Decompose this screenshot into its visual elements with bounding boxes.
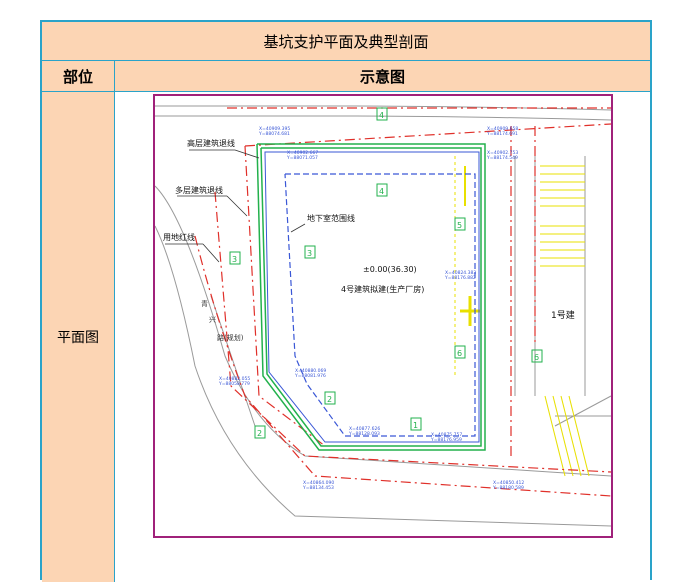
site-outlines bbox=[155, 105, 611, 527]
label-red-line: 用地红线 bbox=[163, 232, 195, 242]
building-name: 4号建筑拟建(生产厂房) bbox=[341, 284, 424, 294]
table-title: 基坑支护平面及典型剖面 bbox=[42, 22, 650, 61]
site-plan-drawing: 4 4 3 3 5 6 2 2 1 6 bbox=[153, 94, 613, 538]
section-3-outer: 3 bbox=[232, 255, 237, 264]
coord-1-x: X=40909.658 bbox=[487, 126, 518, 132]
table-body-row: 平面图 bbox=[42, 92, 650, 582]
row-label-plan: 平面图 bbox=[42, 92, 115, 582]
section-1: 1 bbox=[413, 421, 418, 430]
table-header-row: 部位 示意图 bbox=[42, 61, 650, 92]
coord-2-y: Y=88071.057 bbox=[286, 155, 318, 161]
drawing-labels: 高层建筑退线 多层建筑退线 用地红线 地下室范围线 ±0.00(36.30) 4… bbox=[163, 138, 575, 321]
coord-3-x: X=40902.753 bbox=[487, 150, 518, 156]
coord-0-y: Y=88074.681 bbox=[258, 131, 290, 137]
document-table: 基坑支护平面及典型剖面 部位 示意图 平面图 bbox=[40, 20, 652, 582]
coord-3-y: Y=88174.549 bbox=[486, 155, 518, 161]
header-part: 部位 bbox=[42, 61, 115, 91]
section-2-outer: 2 bbox=[257, 429, 262, 438]
coord-2-x: X=40902.667 bbox=[287, 150, 318, 156]
coord-0-x: X=40909.395 bbox=[259, 126, 290, 132]
setback-lines bbox=[194, 107, 611, 497]
site-plan-svg: 4 4 3 3 5 6 2 2 1 6 bbox=[155, 105, 611, 527]
coord-8-y: Y=88176.959 bbox=[430, 437, 462, 443]
coord-4-x: X=40824.383 bbox=[445, 270, 476, 276]
header-diagram: 示意图 bbox=[359, 67, 405, 86]
foundation-outline bbox=[264, 151, 480, 443]
road-char-2: 兴 bbox=[209, 315, 216, 324]
road-label: 青 兴 路(规划) bbox=[201, 299, 244, 342]
section-6: 6 bbox=[457, 349, 462, 358]
label-high-rise: 高层建筑退线 bbox=[187, 138, 235, 148]
road-char-1: 青 bbox=[201, 299, 208, 308]
coord-9-x: X=40864.090 bbox=[303, 480, 334, 486]
leader-lines bbox=[165, 149, 306, 263]
coord-1-y: Y=88174.691 bbox=[486, 131, 518, 137]
coord-8-x: X=40875.757 bbox=[431, 432, 462, 438]
label-multi-story: 多层建筑退线 bbox=[175, 185, 223, 195]
section-4-inner: 4 bbox=[379, 187, 384, 196]
section-2-inner: 2 bbox=[327, 395, 332, 404]
coordinate-annotations: X=40909.395 Y=88074.681 X=40909.658 Y=88… bbox=[218, 126, 524, 491]
coord-6-x: X=40882.055 bbox=[219, 376, 250, 382]
section-numbers: 4 4 3 3 5 6 2 2 1 6 bbox=[232, 111, 539, 438]
coord-7-y: Y=88128.093 bbox=[348, 431, 380, 437]
coord-10-y: Y=88180.589 bbox=[492, 485, 524, 491]
coord-5-y: Y=88081.976 bbox=[294, 373, 326, 379]
section-4-top: 4 bbox=[379, 111, 384, 120]
support-line bbox=[256, 143, 486, 451]
coord-4-y: Y=88176.882 bbox=[444, 275, 476, 281]
label-basement: 地下室范围线 bbox=[307, 213, 355, 223]
coord-10-x: X=40850.412 bbox=[493, 480, 524, 486]
coord-6-y: Y=88058.779 bbox=[218, 381, 250, 387]
section-3-inner: 3 bbox=[307, 249, 312, 258]
coord-9-y: Y=88134.453 bbox=[302, 485, 334, 491]
section-5: 5 bbox=[457, 221, 462, 230]
coord-7-x: X=40877.626 bbox=[349, 426, 380, 432]
right-building-label: 1号建 bbox=[551, 309, 575, 321]
section-markers bbox=[229, 107, 543, 439]
basement-outline bbox=[284, 173, 476, 437]
elevation-label: ±0.00(36.30) bbox=[363, 265, 417, 274]
section-6-right: 6 bbox=[534, 353, 539, 362]
road-char-3: 路(规划) bbox=[217, 333, 244, 342]
coord-5-x: X=40880.069 bbox=[295, 368, 326, 374]
